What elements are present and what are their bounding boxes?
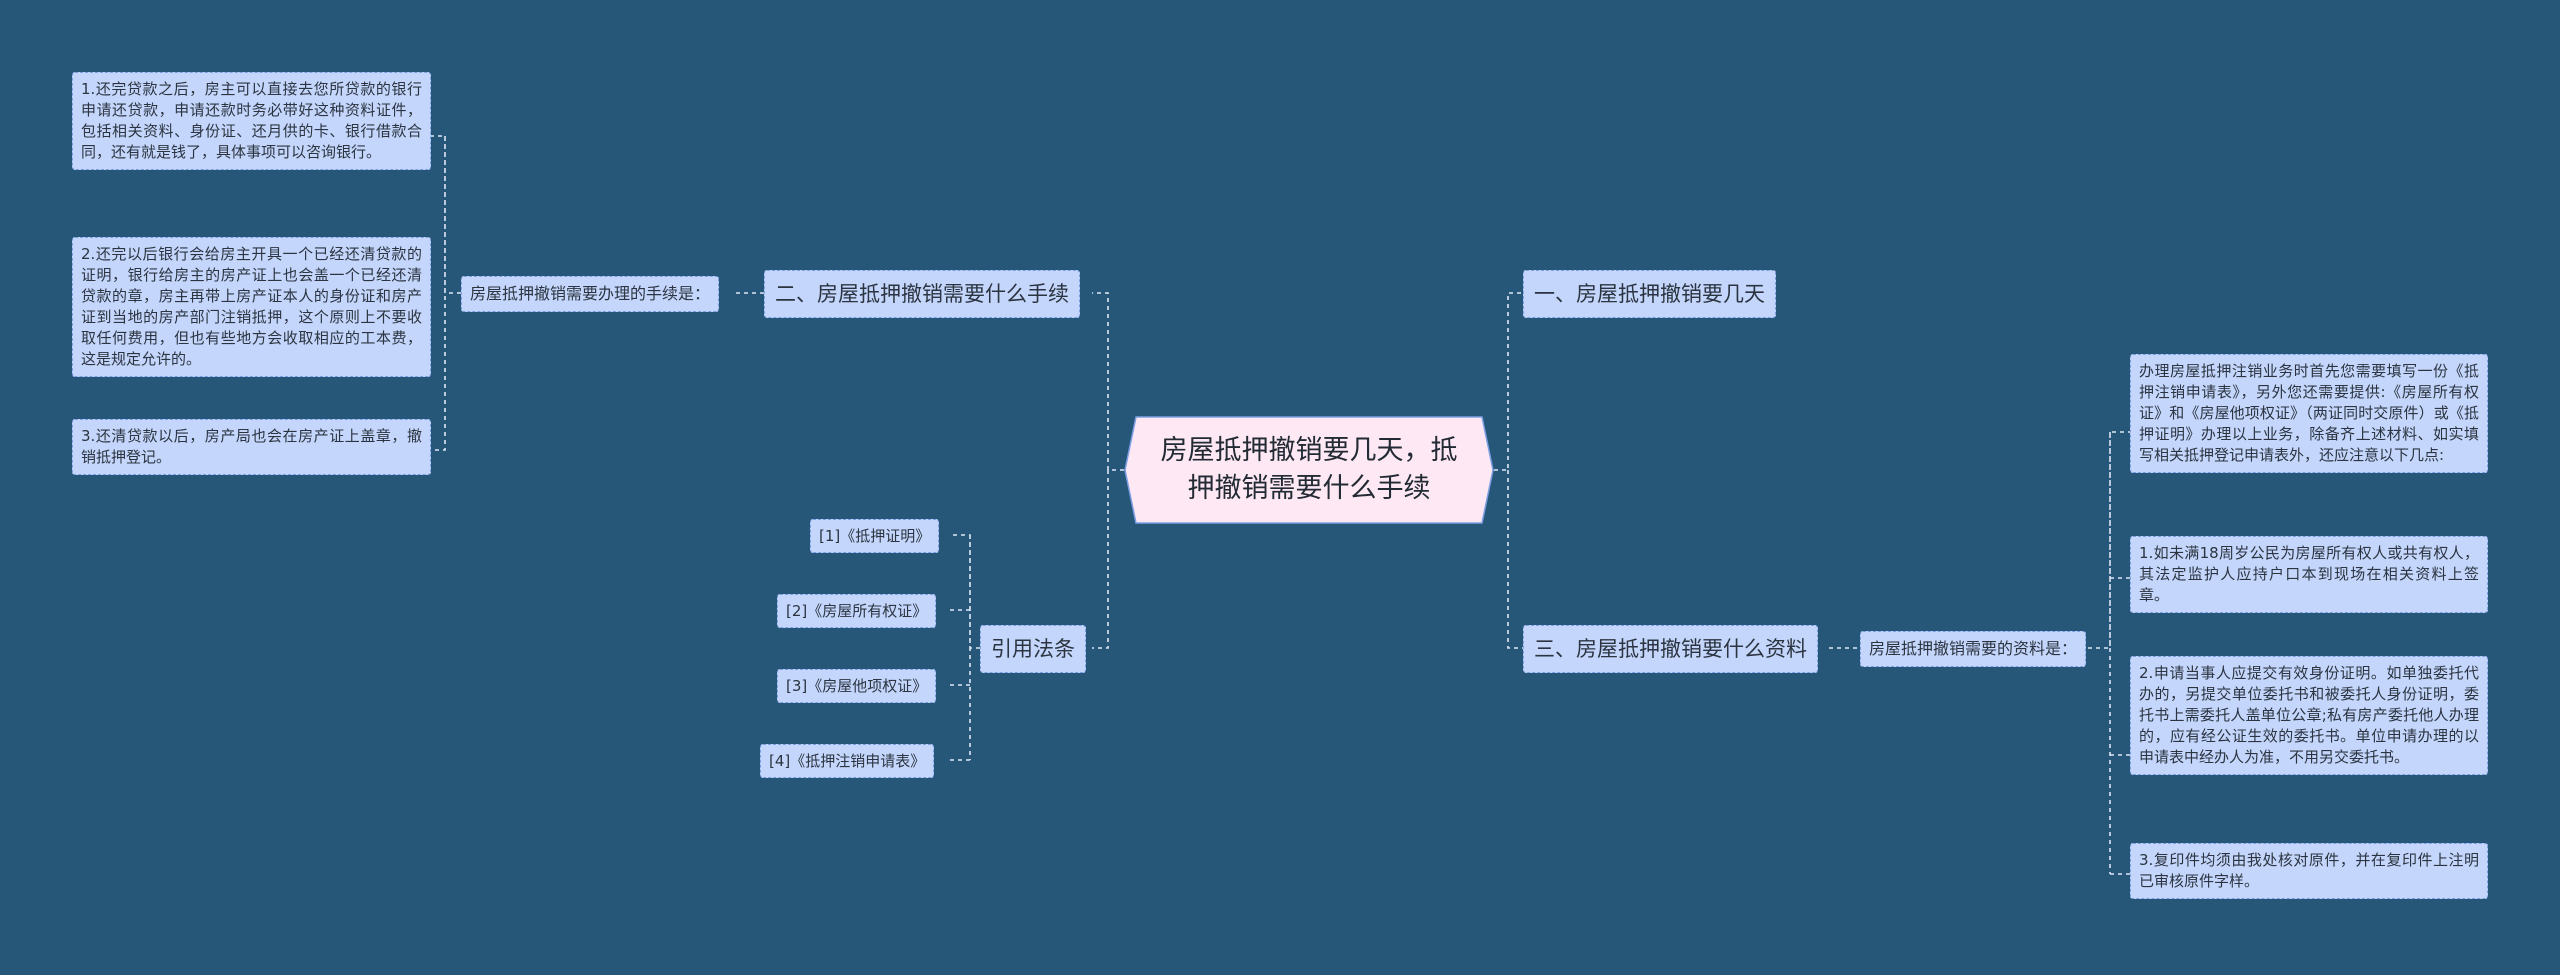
document-item-intro[interactable]: 办理房屋抵押注销业务时首先您需要填写一份《抵押注销申请表》，另外您还需要提供:《… xyxy=(2130,354,2488,473)
cited-law-4-label: [4]《抵押注销申请表》 xyxy=(769,752,926,770)
procedure-item-2-text: 2.还完以后银行会给房主开具一个已经还清贷款的证明，银行给房主的房产证上也会盖一… xyxy=(81,245,422,368)
procedure-item-2[interactable]: 2.还完以后银行会给房主开具一个已经还清贷款的证明，银行给房主的房产证上也会盖一… xyxy=(72,237,431,377)
procedure-item-1[interactable]: 1.还完贷款之后，房主可以直接去您所贷款的银行申请还贷款，申请还款时务必带好这种… xyxy=(72,72,431,170)
cited-law-4[interactable]: [4]《抵押注销申请表》 xyxy=(760,744,935,778)
procedure-item-3[interactable]: 3.还清贷款以后，房产局也会在房产证上盖章，撤销抵押登记。 xyxy=(72,419,431,475)
procedures-subtopic-label: 房屋抵押撤销需要办理的手续是： xyxy=(470,284,711,303)
branch-documents-label: 三、房屋抵押撤销要什么资料 xyxy=(1534,637,1807,661)
document-item-1[interactable]: 1.如未满18周岁公民为房屋所有权人或共有权人，其法定监护人应持户口本到现场在相… xyxy=(2130,536,2488,613)
branch-how-many-days-label: 一、房屋抵押撤销要几天 xyxy=(1534,282,1765,306)
procedure-item-3-text: 3.还清贷款以后，房产局也会在房产证上盖章，撤销抵押登记。 xyxy=(81,427,422,466)
document-item-2-text: 2.申请当事人应提交有效身份证明。如单独委托代办的，另提交单位委托书和被委托人身… xyxy=(2139,664,2479,766)
cited-law-1-label: [1]《抵押证明》 xyxy=(819,527,931,545)
branch-cited-laws-label: 引用法条 xyxy=(991,637,1075,661)
link-root-branch4 xyxy=(1092,470,1109,649)
branch-documents[interactable]: 三、房屋抵押撤销要什么资料 xyxy=(1523,625,1818,673)
root-topic-label: 房屋抵押撤销要几天，抵押撤销需要什么手续 xyxy=(1160,435,1458,504)
branch-procedures-label: 二、房屋抵押撤销需要什么手续 xyxy=(775,282,1069,306)
procedures-subtopic[interactable]: 房屋抵押撤销需要办理的手续是： xyxy=(461,276,720,312)
link-root-branch1 xyxy=(1494,292,1523,471)
document-item-2[interactable]: 2.申请当事人应提交有效身份证明。如单独委托代办的，另提交单位委托书和被委托人身… xyxy=(2130,656,2488,775)
document-item-3[interactable]: 3.复印件均须由我处核对原件，并在复印件上注明已审核原件字样。 xyxy=(2130,843,2488,899)
cited-law-2[interactable]: [2]《房屋所有权证》 xyxy=(777,594,937,628)
link-root-branch3 xyxy=(1507,470,1523,649)
procedure-item-1-text: 1.还完贷款之后，房主可以直接去您所贷款的银行申请还贷款，申请还款时务必带好这种… xyxy=(81,80,422,161)
cited-law-3-label: [3]《房屋他项权证》 xyxy=(786,677,928,695)
cited-law-1[interactable]: [1]《抵押证明》 xyxy=(810,519,940,553)
branch-how-many-days[interactable]: 一、房屋抵押撤销要几天 xyxy=(1523,270,1776,318)
root-hexagon-shape xyxy=(1124,416,1494,524)
link-sub2-leaves xyxy=(431,135,461,451)
document-item-3-text: 3.复印件均须由我处核对原件，并在复印件上注明已审核原件字样。 xyxy=(2139,851,2479,890)
branch-procedures[interactable]: 二、房屋抵押撤销需要什么手续 xyxy=(764,270,1080,318)
link-branch4-refs xyxy=(950,534,980,761)
documents-subtopic[interactable]: 房屋抵押撤销需要的资料是： xyxy=(1860,631,2087,667)
link-root-branch2 xyxy=(1092,292,1124,471)
document-item-1-text: 1.如未满18周岁公民为房屋所有权人或共有权人，其法定监护人应持户口本到现场在相… xyxy=(2139,544,2479,604)
cited-law-2-label: [2]《房屋所有权证》 xyxy=(786,602,928,620)
documents-subtopic-label: 房屋抵押撤销需要的资料是： xyxy=(1869,639,2078,658)
document-item-intro-text: 办理房屋抵押注销业务时首先您需要填写一份《抵押注销申请表》，另外您还需要提供:《… xyxy=(2139,362,2479,464)
cited-law-3[interactable]: [3]《房屋他项权证》 xyxy=(777,669,937,703)
branch-cited-laws[interactable]: 引用法条 xyxy=(980,625,1086,673)
link-sub3-leaves xyxy=(2088,431,2130,875)
root-topic[interactable]: 房屋抵押撤销要几天，抵押撤销需要什么手续 xyxy=(1124,416,1494,524)
